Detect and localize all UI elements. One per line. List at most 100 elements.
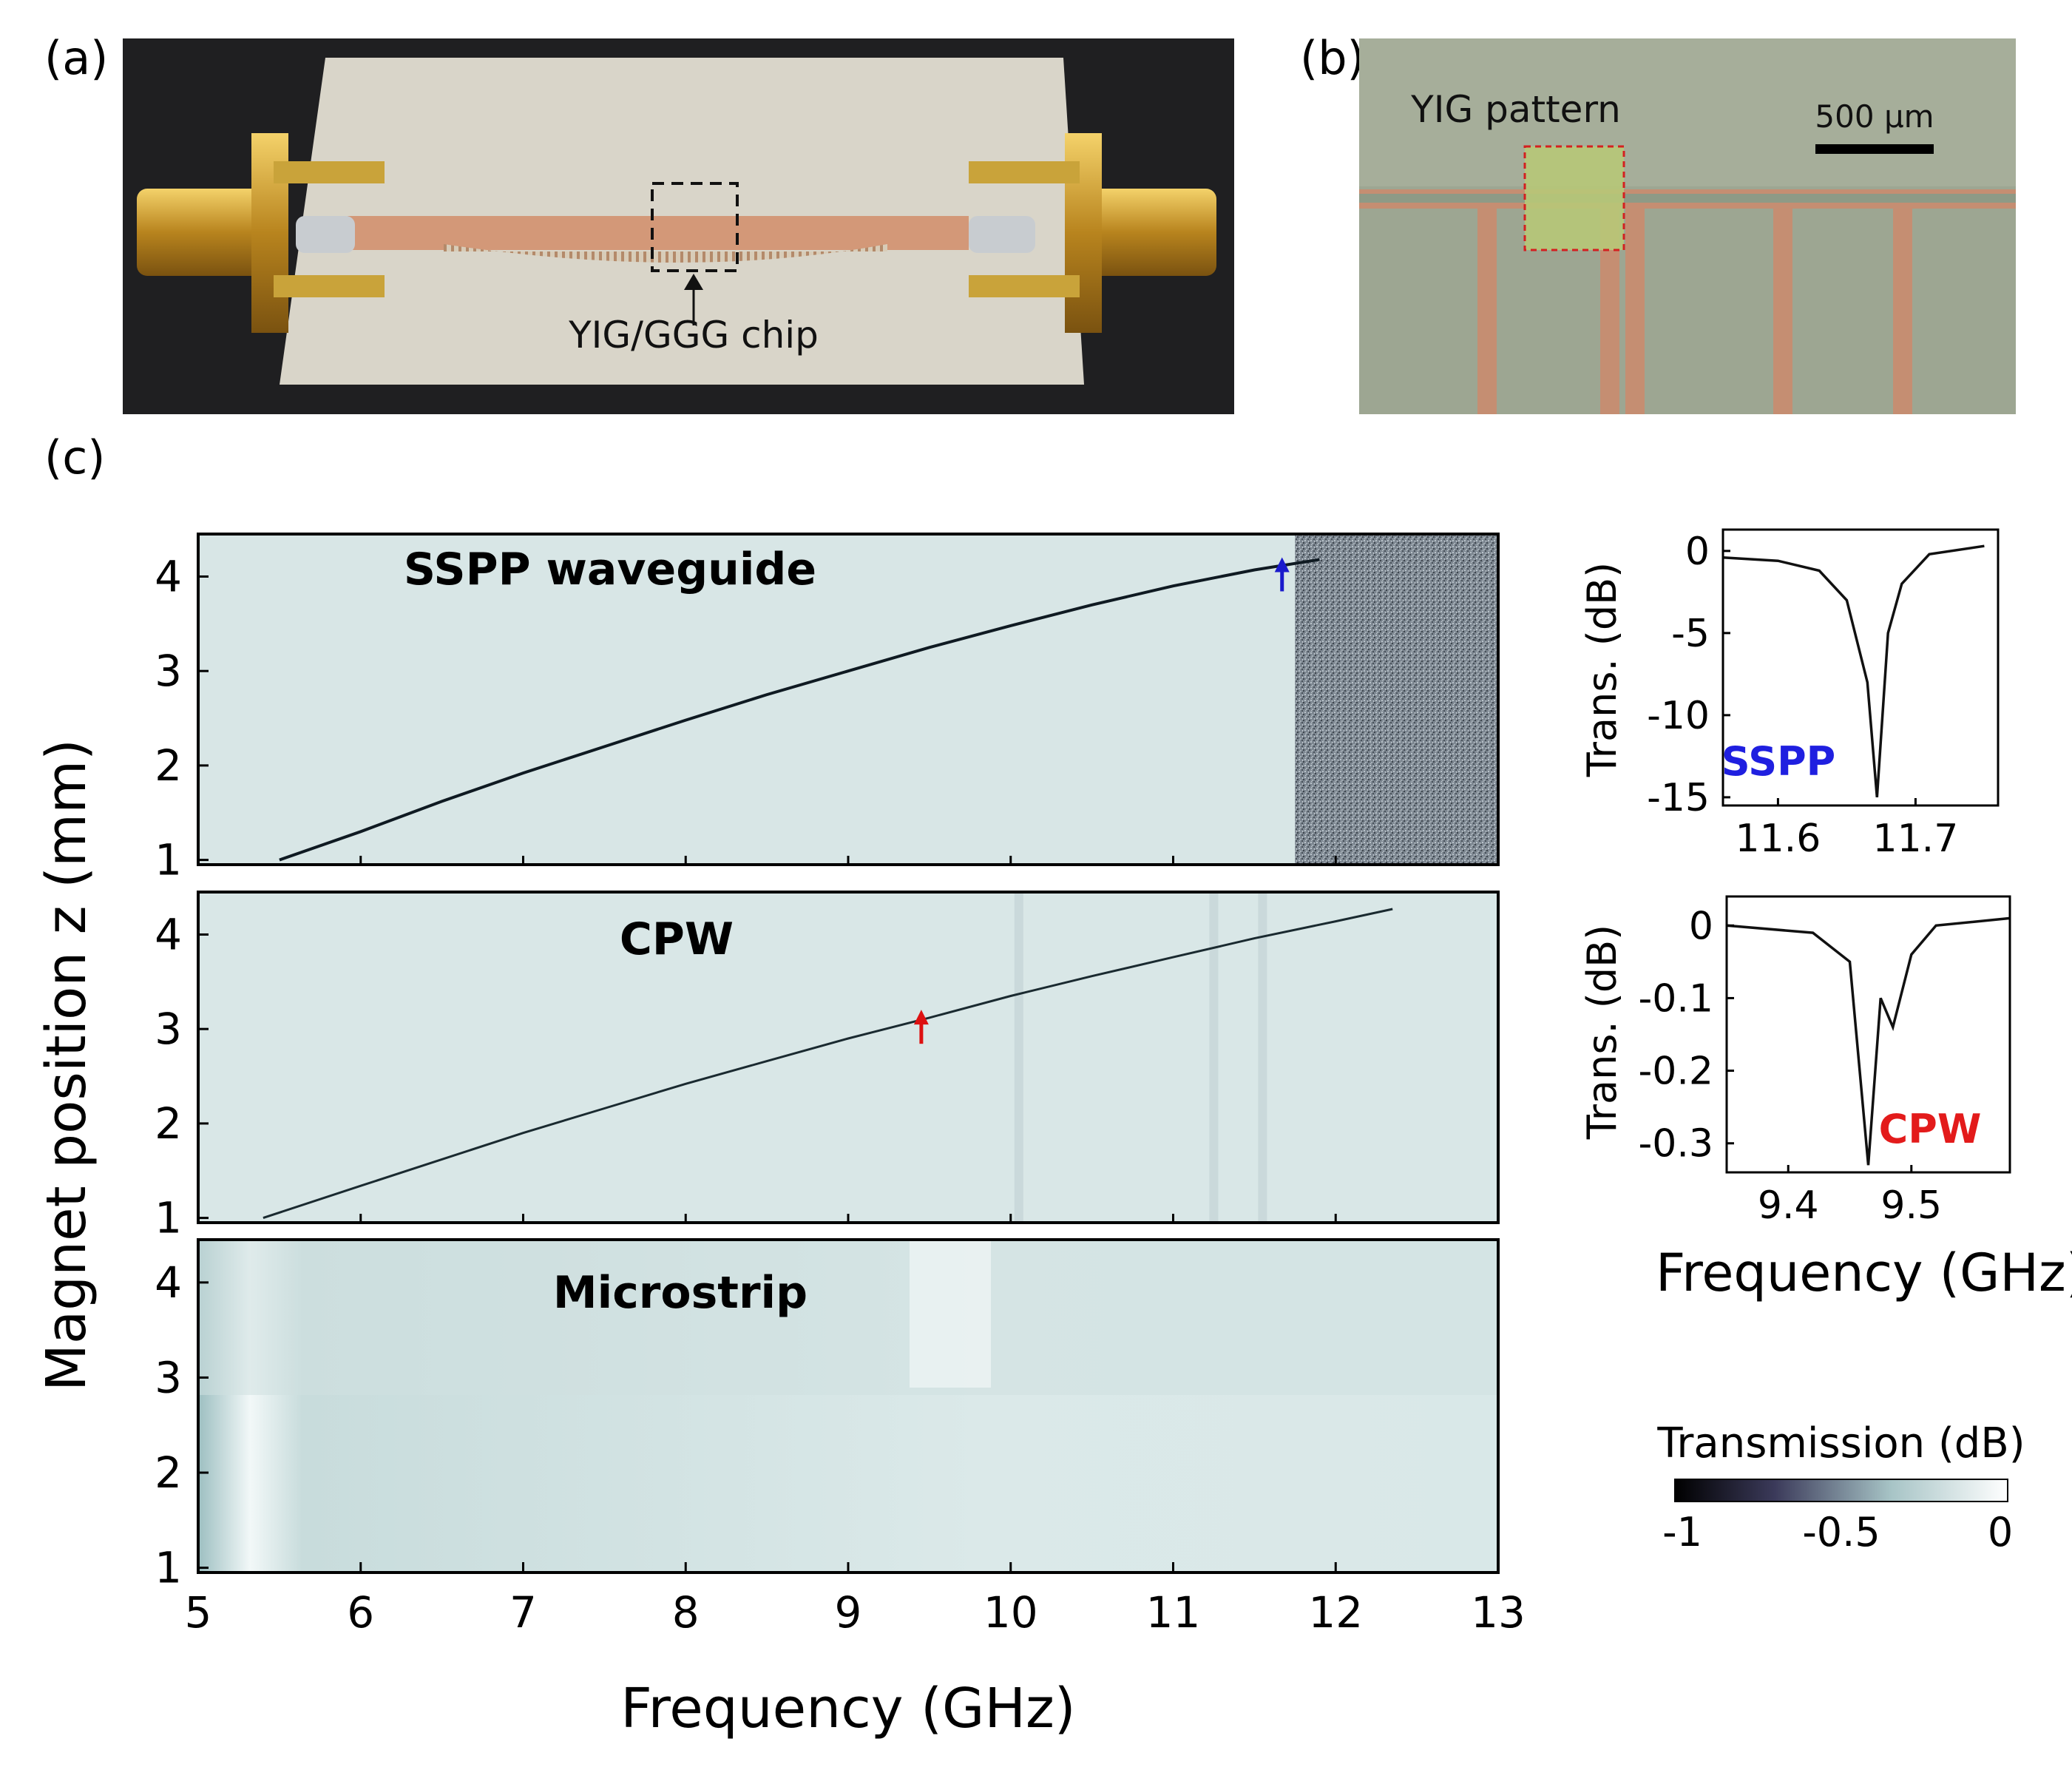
inset-cpw-plot-area: [1727, 896, 2010, 1172]
heatmap-ytick-label: 3: [155, 646, 182, 696]
inset-cpw-tag: CPW: [1879, 1106, 1982, 1152]
heatmap-sspp-noise-region: [1295, 534, 1498, 865]
inset-cpw-xlabel: Frequency (GHz): [1656, 1243, 2072, 1303]
heatmap-ytick-label: 1: [155, 1193, 182, 1243]
solder-right: [969, 216, 1035, 253]
heatmap-xtick-label: 5: [185, 1587, 212, 1638]
inset-ytick-label: 0: [1685, 530, 1710, 574]
heatmap-cpw-resonance: [263, 908, 1393, 1220]
colorbar-tick-label: 0: [1988, 1509, 2013, 1555]
inset-cpw-trace: [1726, 916, 2011, 1166]
inset-sspp-plot-area: [1723, 530, 1998, 805]
heatmap-sspp-resonance: [279, 558, 1320, 862]
inset-xtick-label: 11.6: [1736, 817, 1821, 861]
heatmap-ytick-label: 3: [155, 1004, 182, 1054]
heatmap-sspp-title: SSPP waveguide: [404, 544, 816, 595]
heatmap-xtick-label: 6: [347, 1587, 374, 1638]
heatmap-xlabel: Frequency (GHz): [620, 1677, 1075, 1740]
heatmap-cpw-marker-arrow: [913, 1010, 929, 1044]
yig-pattern: [1525, 146, 1624, 250]
heatmap-microstrip-upper-band: [198, 1240, 1498, 1395]
inset-ytick-label: 0: [1689, 904, 1713, 948]
heatmap-xtick-label: 12: [1308, 1587, 1363, 1638]
inset-ytick-label: -0.1: [1639, 976, 1713, 1021]
pin-right-bottom: [969, 275, 1080, 297]
photo-b: YIG pattern 500 μm: [1359, 38, 2016, 414]
heatmap-microstrip-title: Microstrip: [553, 1267, 808, 1319]
chip-arrow-head: [684, 274, 703, 290]
heatmap-cpw-streak: [1014, 892, 1023, 1223]
sspp-corrugation: [444, 244, 887, 263]
marker-arrow-head: [913, 1010, 929, 1025]
pin-left-top: [274, 161, 385, 183]
inset-sspp: 0 -5 -10 -15 11.6 11.7 SSPP Trans. (dB): [1579, 528, 2000, 861]
colorbar-gradient: [1674, 1479, 2008, 1502]
heatmap-microstrip-yticks: 1 2 3 4: [155, 1257, 209, 1593]
heatmap-cpw-streak: [1258, 892, 1267, 1223]
panel-label-c: (c): [44, 430, 105, 484]
inset-sspp-frame: [1721, 528, 2000, 807]
inset-ytick-label: -0.2: [1639, 1050, 1713, 1094]
heatmap-xtick-label: 13: [1471, 1587, 1526, 1638]
sma-connector-right: [1091, 189, 1216, 276]
heatmap-ytick-label: 1: [155, 1543, 182, 1593]
scale-bar: [1815, 144, 1934, 154]
heatmap-ytick-label: 2: [155, 740, 182, 791]
yig-outline-box: [1523, 145, 1625, 251]
heatmap-ytick-label: 4: [155, 551, 182, 601]
heatmap-xtick-label: 10: [983, 1587, 1038, 1638]
inset-ytick-label: -15: [1647, 776, 1710, 820]
inset-ytick-label: -5: [1671, 612, 1710, 656]
inset-sspp-tag: SSPP: [1721, 738, 1836, 785]
heatmap-xtick-label: 7: [509, 1587, 537, 1638]
photo-a: YIG/GGG chip: [123, 38, 1234, 414]
inset-sspp-ylabel: Trans. (dB): [1579, 562, 1625, 778]
heatmap-sspp-yticks: 1 2 3 4: [155, 551, 1500, 885]
sspp-strip: [348, 216, 969, 250]
chip-outline-box: [651, 182, 739, 272]
heatmap-cpw-streak: [1209, 892, 1219, 1223]
inset-xtick-label: 9.5: [1880, 1183, 1942, 1228]
panel-label-b: (b): [1300, 31, 1365, 85]
yig-annotation: YIG pattern: [1410, 88, 1621, 131]
electrode-bar-inner: [1359, 194, 2016, 203]
marker-arrow-head: [1274, 557, 1290, 572]
heatmap-ytick-label: 1: [155, 835, 182, 885]
inset-cpw-ylabel: Trans. (dB): [1579, 925, 1625, 1141]
heatmap-xtick-label: 8: [672, 1587, 700, 1638]
photo-b-upper: [1359, 38, 2016, 186]
pin-right-top: [969, 161, 1080, 183]
colorbar-title: Transmission (dB): [1656, 1419, 2025, 1467]
heatmap-sspp-marker-arrow: [1274, 557, 1290, 592]
inset-xtick-label: 11.7: [1873, 817, 1959, 861]
solder-left: [296, 216, 355, 253]
sma-connector-left: [137, 189, 263, 276]
scale-bar-label: 500 μm: [1815, 98, 1934, 135]
heatmap-ytick-label: 4: [155, 909, 182, 959]
heatmap-cpw-title: CPW: [620, 913, 734, 965]
inset-cpw-frame: [1725, 895, 2011, 1174]
colorbar-tick-label: -0.5: [1802, 1509, 1880, 1555]
heatmap-xtick-label: 9: [835, 1587, 862, 1638]
heatmap-xticks: 5 6 7 8 9 10 11 12 13: [185, 1562, 1526, 1638]
heatmap-ytick-label: 2: [155, 1448, 182, 1498]
colorbar: Transmission (dB) -1 -0.5 0: [1656, 1419, 2025, 1555]
heatmap-xtick-label: 11: [1146, 1587, 1201, 1638]
heatmap-microstrip-bright-region: [910, 1240, 991, 1388]
colorbar-tick-label: -1: [1662, 1509, 1702, 1555]
heatmap-ylabel: Magnet position z (mm): [35, 739, 98, 1391]
pin-left-bottom: [274, 275, 385, 297]
inset-sspp-ticks: 0 -5 -10 -15 11.6 11.7: [1647, 530, 1958, 861]
heatmap-cpw-field: [198, 892, 1498, 1223]
inset-ytick-label: -10: [1647, 694, 1710, 738]
heatmap-ytick-label: 4: [155, 1257, 182, 1308]
chip-annotation: YIG/GGG chip: [568, 314, 819, 357]
colorbar-ticks: -1 -0.5 0: [1662, 1509, 2013, 1555]
heatmap-ytick-label: 3: [155, 1352, 182, 1402]
